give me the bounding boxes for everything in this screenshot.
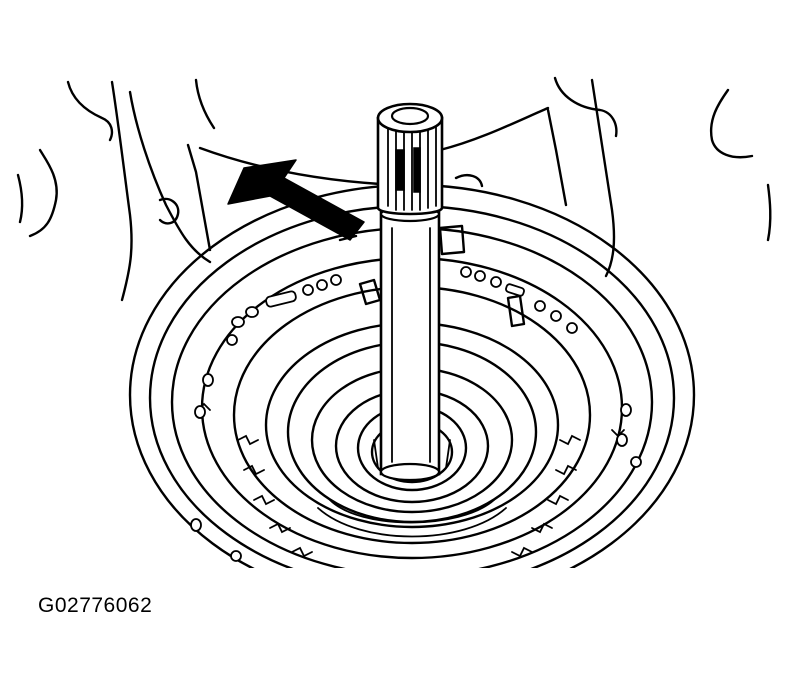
drum-assembly [128,183,696,568]
housing-outline [16,76,772,302]
assembly-illustration [16,76,772,568]
figure-id-label: G02776062 [38,594,153,617]
arrow-icon [227,159,365,241]
input-shaft [376,102,444,482]
rim-holes [190,266,642,562]
